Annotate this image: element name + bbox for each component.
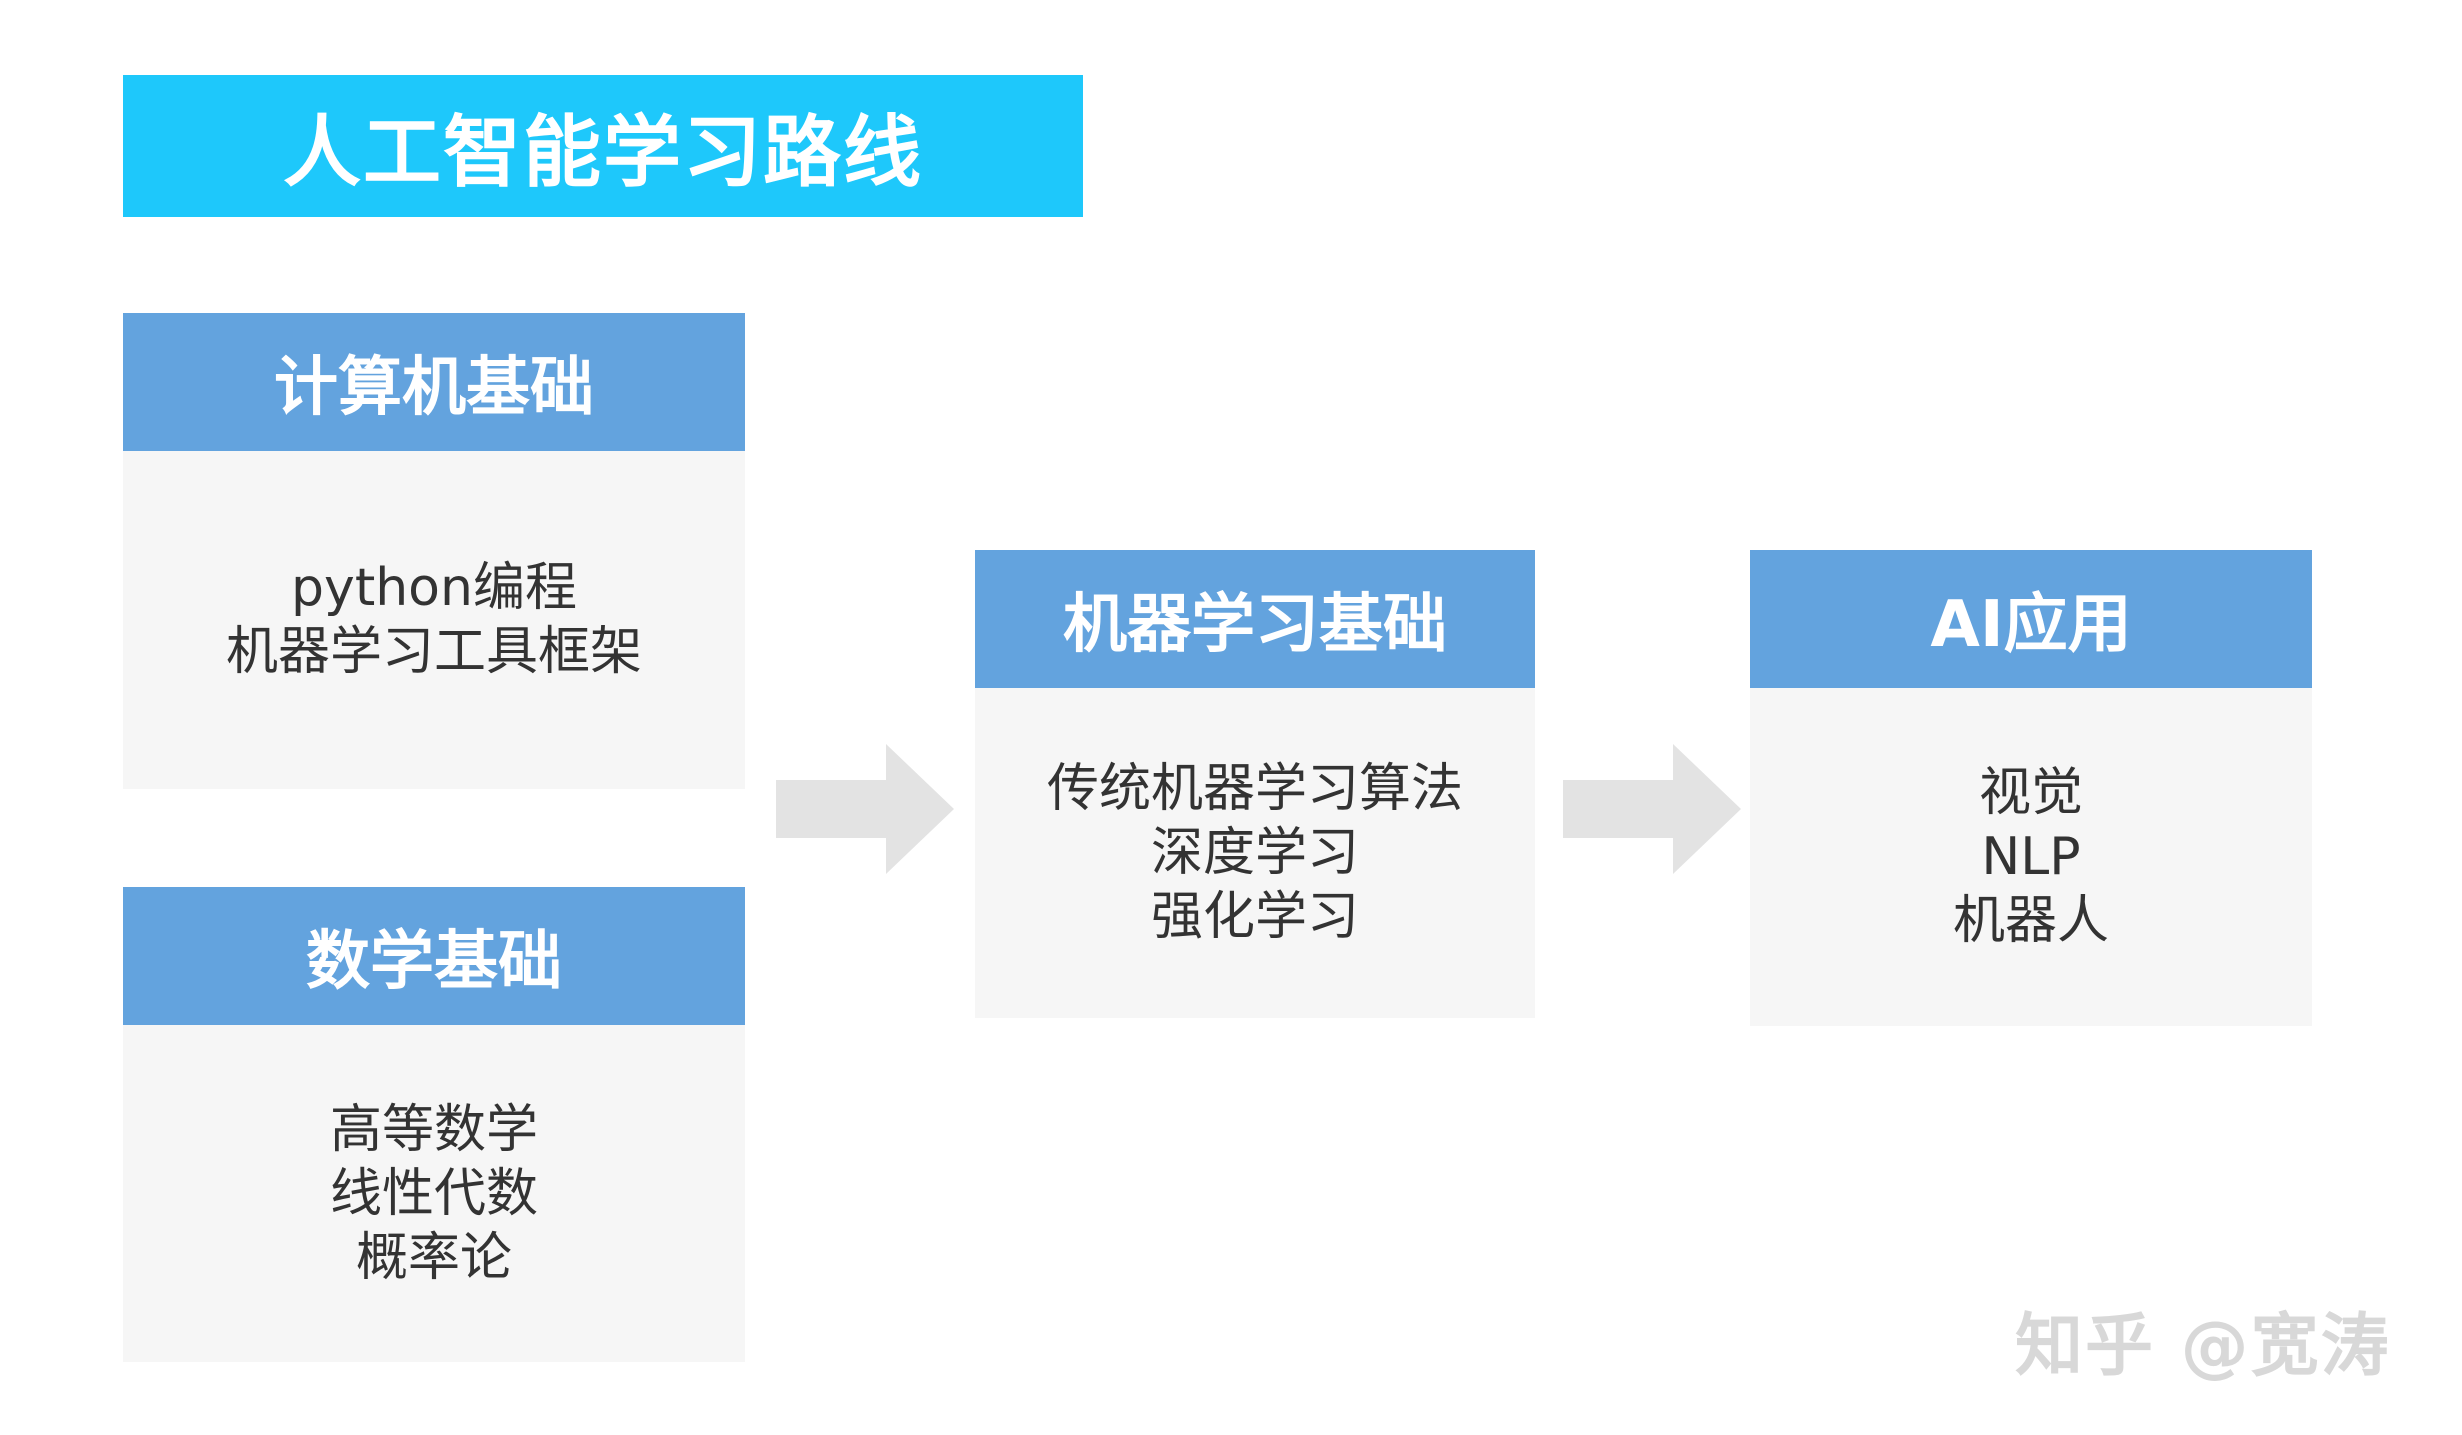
card-item: 深度学习 [1150,823,1359,883]
card-header: 机器学习基础 [975,550,1535,688]
card-ai-applications: AI应用 视觉 NLP 机器人 [1750,550,2312,1026]
card-body: 传统机器学习算法 深度学习 强化学习 [975,688,1535,1018]
right-arrow-icon [1563,744,1741,874]
card-computer-basics: 计算机基础 python编程 机器学习工具框架 [123,313,745,789]
card-header: 数学基础 [123,887,745,1025]
card-body: 视觉 NLP 机器人 [1750,688,2312,1026]
card-math-basics: 数学基础 高等数学 线性代数 概率论 [123,887,745,1362]
card-item: 机器学习工具框架 [225,622,642,682]
card-item: 传统机器学习算法 [1046,759,1463,819]
card-item: 概率论 [355,1227,512,1288]
card-header: 计算机基础 [123,313,745,451]
card-item: 视觉 [1978,763,2083,823]
card-item: python编程 [291,558,577,618]
card-item: 高等数学 [329,1099,538,1160]
card-ml-basics: 机器学习基础 传统机器学习算法 深度学习 强化学习 [975,550,1535,1018]
card-item: 强化学习 [1150,887,1359,947]
card-header: AI应用 [1750,550,2312,688]
card-body: python编程 机器学习工具框架 [123,451,745,789]
right-arrow-icon [776,744,954,874]
card-body: 高等数学 线性代数 概率论 [123,1025,745,1362]
card-item: 机器人 [1952,891,2109,951]
watermark: 知乎 @宽涛 [2015,1307,2391,1386]
card-item: 线性代数 [329,1163,538,1224]
card-item: NLP [1981,827,2081,887]
page-title: 人工智能学习路线 [123,75,1083,217]
